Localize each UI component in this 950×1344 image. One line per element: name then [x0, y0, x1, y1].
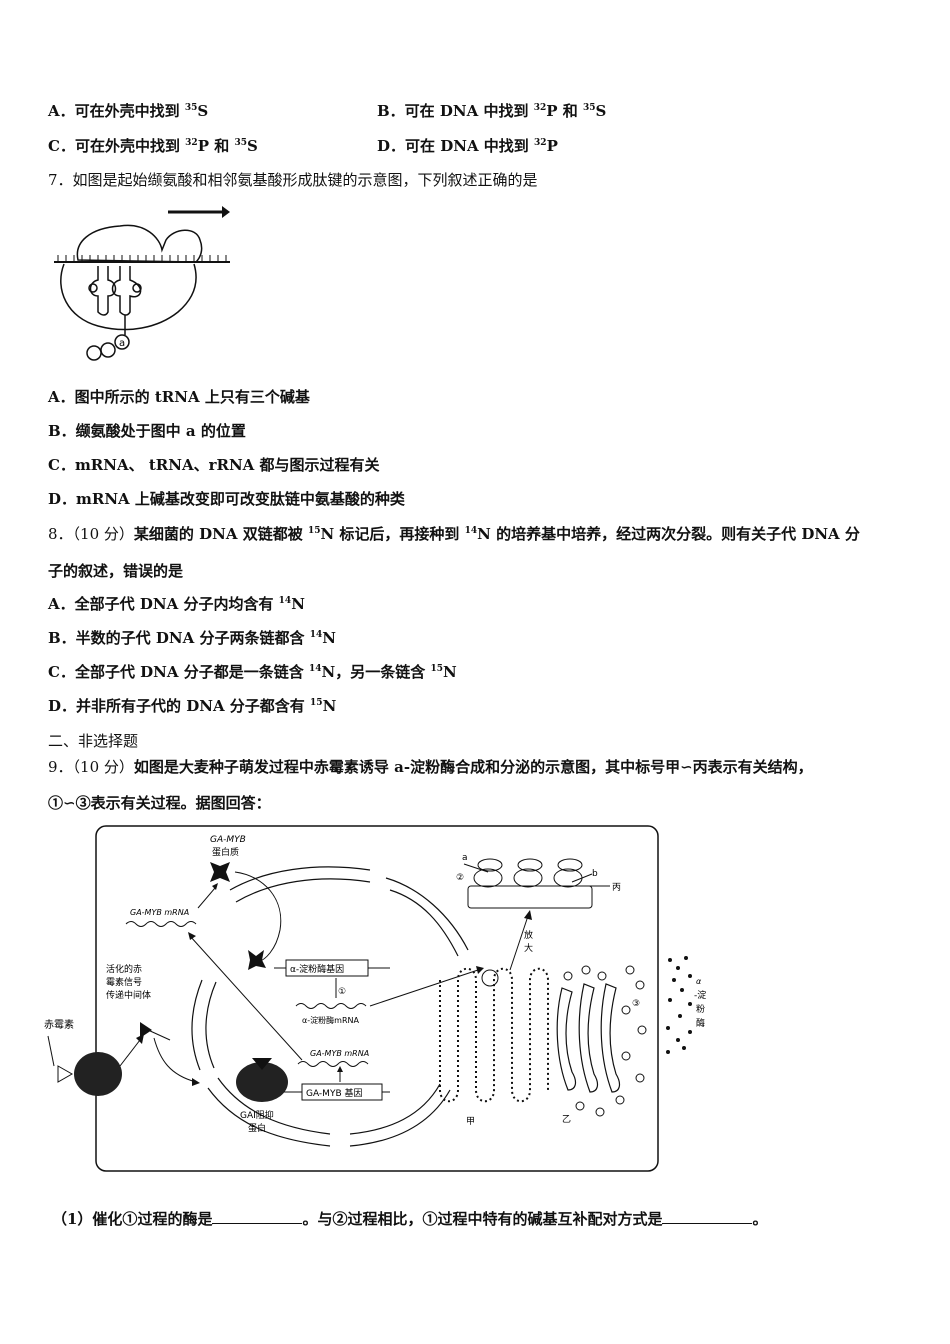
- ga-myb-mrna-label: GA-MYB mRNA: [310, 1049, 369, 1058]
- ga-myb-gene-label: GA-MYB 基因: [306, 1087, 362, 1099]
- structure-bing-label: 丙: [612, 882, 621, 893]
- q8-option-a: A．全部子代 DNA 分子内均含有 14N: [48, 595, 305, 613]
- amylase-synthesis-figure: GA-MYB 蛋白质 GA-MYB mRNA 活化的赤 霉素信号 传递中间体 赤…: [44, 825, 706, 1172]
- q6-option-a: A．可在外壳中找到 35S: [48, 102, 209, 120]
- q7-option-d: D．mRNA 上碱基改变即可改变肽链中氨基酸的种类: [48, 490, 405, 508]
- activated-signal-label-2: 霉素信号: [106, 976, 142, 988]
- ga-myb-protein-label-1: GA-MYB: [210, 835, 246, 845]
- activated-signal-label-3: 传递中间体: [106, 989, 151, 1001]
- q6-option-c: C．可在外壳中找到 32P 和 35S: [48, 137, 258, 155]
- q9-stem: 9．（10 分）如图是大麦种子萌发过程中赤霉素诱导 a-淀粉酶合成和分泌的示意图…: [48, 758, 813, 776]
- q7-option-b: B．缬氨酸处于图中 a 的位置: [48, 422, 246, 440]
- q8-stem: 8．（10 分）某细菌的 DNA 双链都被 15N 标记后，再接种到 14N 的…: [48, 525, 860, 543]
- enlarge-label-1: 放: [524, 929, 533, 941]
- ribosome-translation-figure: a: [54, 206, 230, 361]
- inset-label-a: a: [462, 853, 468, 863]
- process-1-label: ①: [338, 987, 346, 997]
- gai-label-2: 蛋白: [248, 1122, 266, 1134]
- answer-blank-1[interactable]: [212, 1209, 303, 1224]
- q6-option-b: B．可在 DNA 中找到 32P 和 35S: [377, 102, 607, 120]
- q8-option-b: B．半数的子代 DNA 分子两条链都含 14N: [48, 629, 336, 647]
- amylase-mrna-label: α-淀粉酶mRNA: [302, 1015, 359, 1025]
- process-3-label: ③: [632, 999, 640, 1009]
- answer-blank-2[interactable]: [662, 1209, 753, 1224]
- q7-option-c: C．mRNA、 tRNA、rRNA 都与图示过程有关: [48, 456, 380, 474]
- q8-stem-continued: 子的叙述，错误的是: [48, 562, 184, 580]
- ga-myb-mrna-top-label: GA-MYB mRNA: [130, 908, 189, 917]
- q9-sub-question-1: （1）催化①过程的酶是。与②过程相比，①过程中特有的碱基互补配对方式是。: [52, 1209, 768, 1228]
- section-heading: 二、非选择题: [48, 732, 139, 750]
- q9-stem-continued: ①∽③表示有关过程。据图回答：: [48, 794, 271, 812]
- gibberellin-label: 赤霉素: [44, 1018, 74, 1031]
- process-2-label: ②: [456, 873, 464, 883]
- amylase-gene-label: α-淀粉酶基因: [290, 963, 344, 975]
- label-a: a: [119, 338, 125, 349]
- amylase-out-label-4: 酶: [696, 1017, 705, 1029]
- structure-yi-label: 乙: [562, 1114, 571, 1125]
- q6-option-d: D．可在 DNA 中找到 32P: [377, 137, 558, 155]
- amylase-out-label-3: 粉: [696, 1003, 705, 1015]
- structure-jia-label: 甲: [466, 1116, 475, 1127]
- q7-option-a: A．图中所示的 tRNA 上只有三个碱基: [48, 388, 310, 406]
- activated-signal-label-1: 活化的赤: [106, 963, 142, 975]
- gai-label-1: GAI阻抑: [240, 1109, 274, 1121]
- q8-option-d: D．并非所有子代的 DNA 分子都含有 15N: [48, 697, 337, 715]
- enlarge-label-2: 大: [524, 942, 533, 954]
- q7-stem: 7．如图是起始缬氨酸和相邻氨基酸形成肽键的示意图，下列叙述正确的是: [48, 171, 538, 189]
- q8-option-c: C．全部子代 DNA 分子都是一条链含 14N，另一条链含 15N: [48, 663, 457, 681]
- inset-label-b: b: [592, 869, 598, 879]
- amylase-out-label-2: -淀: [694, 989, 706, 1001]
- ga-myb-protein-label-2: 蛋白质: [212, 846, 239, 858]
- amylase-out-label-1: α: [696, 977, 702, 986]
